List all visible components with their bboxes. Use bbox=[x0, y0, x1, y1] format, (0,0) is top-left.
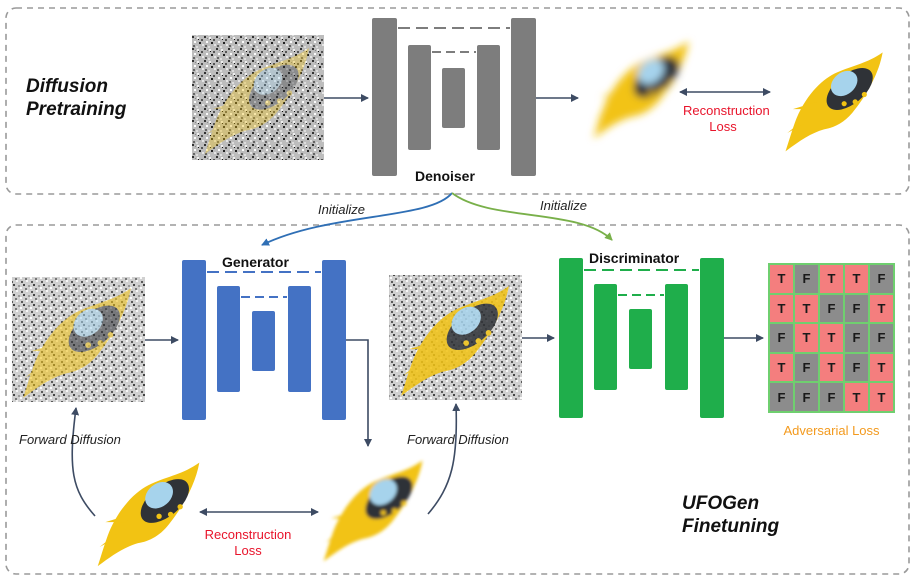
grid-cell: T bbox=[770, 265, 793, 293]
noisy-image-left bbox=[12, 277, 145, 402]
reconstruction-loss-bottom-line2: Loss bbox=[234, 543, 262, 558]
reconstruction-loss-top-line2: Loss bbox=[709, 119, 737, 134]
grid-cell: F bbox=[795, 265, 818, 293]
clean-ufo-top bbox=[785, 52, 883, 152]
grid-cell: T bbox=[820, 265, 843, 293]
grid-cell: F bbox=[870, 265, 893, 293]
grid-cell: T bbox=[870, 383, 893, 411]
init-arrow-discriminator bbox=[451, 192, 613, 241]
grid-cell: F bbox=[845, 294, 868, 323]
reconstruction-loss-top-line1: Reconstruction bbox=[683, 103, 770, 118]
initialize-label-discriminator: Initialize bbox=[540, 198, 587, 213]
grid-cell: F bbox=[845, 353, 868, 382]
grid-cell: T bbox=[870, 353, 893, 382]
pretraining-title-line2: Pretraining bbox=[26, 99, 127, 120]
generator-unet bbox=[182, 260, 346, 420]
forward-diffusion-arrow-left bbox=[71, 407, 96, 517]
discriminator-label: Discriminator bbox=[589, 250, 680, 266]
grid-cell: F bbox=[795, 383, 818, 411]
grid-cell: T bbox=[770, 294, 793, 323]
reconstruction-loss-bottom-line1: Reconstruction bbox=[204, 527, 292, 542]
grid-cell: T bbox=[770, 353, 793, 382]
grid-cell: T bbox=[845, 265, 868, 293]
init-arrow-generator bbox=[261, 192, 453, 246]
finetuning-title-line2: Finetuning bbox=[682, 516, 780, 537]
forward-diffusion-label-right: Forward Diffusion bbox=[407, 432, 509, 447]
grid-cell: F bbox=[845, 324, 868, 352]
blurry-ufo-top bbox=[593, 41, 689, 139]
discriminator-unet bbox=[559, 258, 724, 418]
grid-cell: T bbox=[820, 353, 843, 382]
generator-label: Generator bbox=[222, 254, 289, 270]
grid-cell: F bbox=[795, 353, 818, 382]
grid-cell: T bbox=[820, 324, 843, 352]
grid-cell: T bbox=[870, 294, 893, 323]
initialize-label-generator: Initialize bbox=[318, 202, 365, 217]
denoiser-label: Denoiser bbox=[415, 168, 475, 184]
forward-diffusion-label-left: Forward Diffusion bbox=[19, 432, 121, 447]
grid-cell: F bbox=[770, 383, 793, 411]
grid-cell: F bbox=[870, 324, 893, 352]
clean-ufo-bottom bbox=[97, 462, 200, 567]
finetuning-title-line1: UFOGen bbox=[682, 493, 760, 514]
denoiser-unet bbox=[372, 18, 536, 176]
finetuning-box bbox=[5, 224, 910, 575]
noisy-image-top bbox=[192, 35, 324, 160]
grid-cell: F bbox=[820, 294, 843, 323]
generated-ufo-bottom bbox=[323, 460, 423, 562]
grid-cell: T bbox=[795, 324, 818, 352]
pretraining-title-line1: Diffusion bbox=[26, 76, 108, 97]
grid-cell: F bbox=[770, 324, 793, 352]
noisy-image-right bbox=[389, 275, 522, 400]
grid-cell: F bbox=[820, 383, 843, 411]
adversarial-loss-label: Adversarial Loss bbox=[783, 423, 880, 438]
grid-cell: T bbox=[845, 383, 868, 411]
arrow-generator-to-output bbox=[346, 339, 372, 447]
pretraining-box bbox=[5, 7, 910, 195]
forward-diffusion-arrow-right bbox=[427, 403, 461, 515]
grid-cell: T bbox=[795, 294, 818, 323]
